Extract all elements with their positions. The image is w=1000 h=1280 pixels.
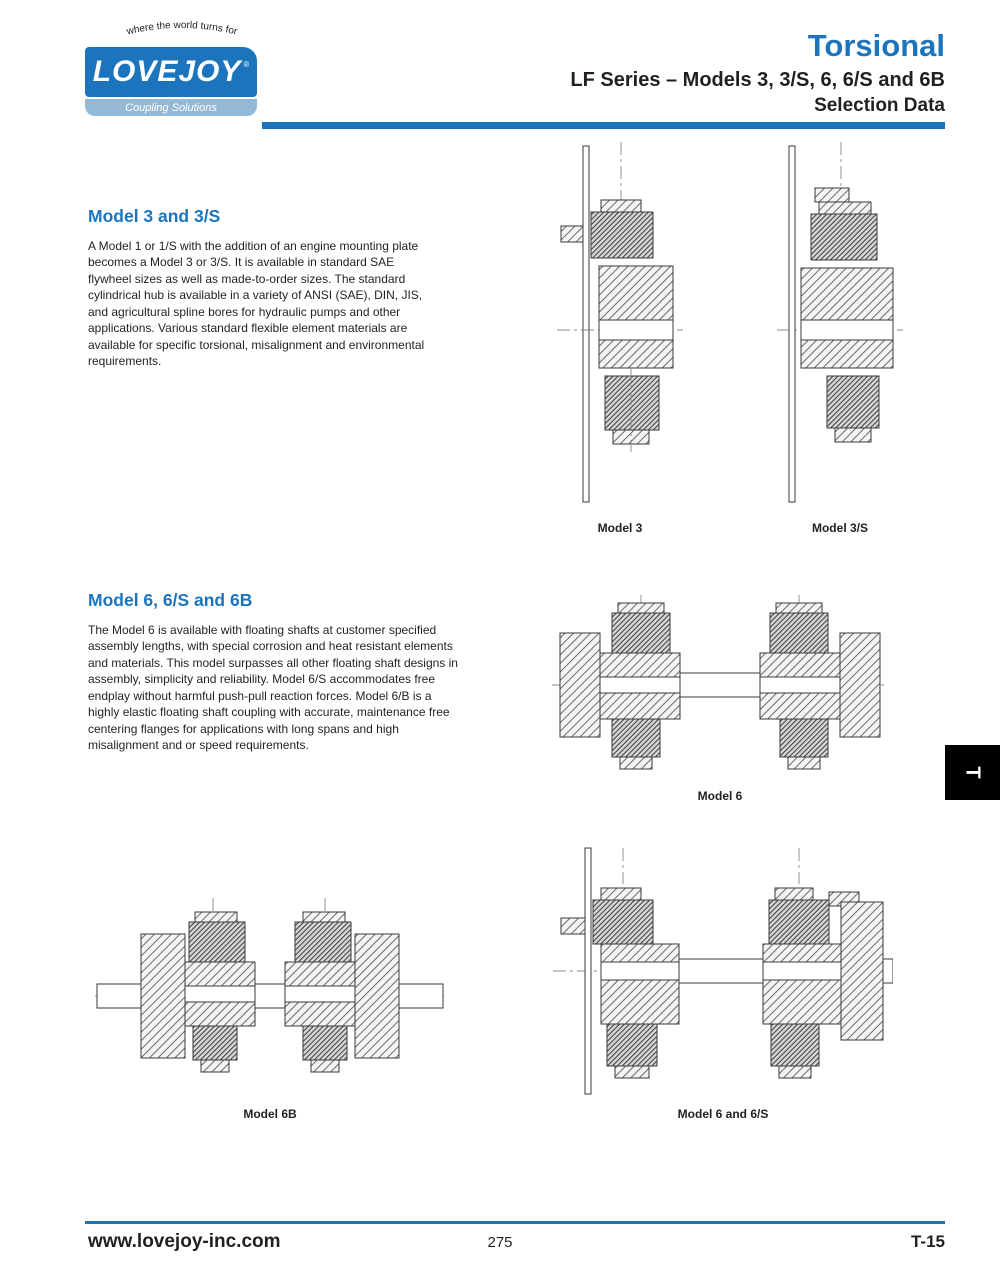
model-3s-drawing: [777, 142, 903, 503]
footer-page-number: 275: [487, 1234, 513, 1251]
footer-page-code: T-15: [910, 1232, 945, 1251]
figure-caption-model-6: Model 6: [697, 789, 743, 803]
figure-model-6b: Model 6B: [95, 896, 445, 1121]
figure-model-3: Model 3: [555, 140, 685, 535]
logo-tagline: where the world turns for: [125, 20, 239, 38]
model-6b-drawing: [95, 898, 445, 1073]
model-6-drawing: [552, 595, 888, 770]
lovejoy-logo: where the world turns for LOVEJOY ® Coup…: [85, 20, 270, 116]
section-index-tab-letter: T: [962, 766, 984, 779]
logo-wordmark: LOVEJOY ®: [85, 47, 257, 97]
section-heading-model-6: Model 6, 6/S and 6B: [88, 590, 253, 610]
model-3-drawing: [557, 142, 683, 503]
figure-caption-model-6b: Model 6B: [243, 1107, 297, 1121]
section-body-model-3: A Model 1 or 1/S with the addition of an…: [88, 239, 425, 369]
footer-website: www.lovejoy-inc.com: [88, 1231, 281, 1252]
model-6-6s-drawing: [553, 847, 894, 1095]
page-subtitle: LF Series – Models 3, 3/S, 6, 6/S and 6B: [570, 68, 945, 91]
page-title: Torsional: [807, 28, 945, 63]
figure-caption-model-3: Model 3: [597, 521, 643, 535]
figure-caption-model-3s: Model 3/S: [811, 521, 868, 535]
logo-strip: Coupling Solutions: [85, 99, 257, 116]
logo-tagline-arc: where the world turns for: [125, 20, 239, 38]
header-rule: [262, 122, 945, 129]
figure-model-6: Model 6: [550, 593, 890, 803]
figure-model-3s: Model 3/S: [775, 140, 905, 535]
section-model-3: Model 3 and 3/S A Model 1 or 1/S with th…: [88, 206, 440, 370]
figure-model-6-6s: Model 6 and 6/S: [553, 846, 894, 1121]
section-model-6: Model 6, 6/S and 6B The Model 6 is avail…: [88, 590, 458, 754]
figure-caption-model-6-6s: Model 6 and 6/S: [677, 1107, 769, 1121]
registered-mark: ®: [243, 59, 250, 69]
header-title-block: Torsional LF Series – Models 3, 3/S, 6, …: [380, 28, 945, 117]
section-index-tab: T: [945, 745, 1000, 800]
section-body-model-6: The Model 6 is available with floating s…: [88, 623, 458, 753]
page-subtitle-2: Selection Data: [814, 94, 945, 116]
logo-brand-text: LOVEJOY: [92, 55, 242, 88]
section-heading-model-3: Model 3 and 3/S: [88, 206, 221, 226]
svg-text:where the world turns for: where the world turns for: [125, 20, 239, 38]
logo-strip-text: Coupling Solutions: [125, 101, 217, 114]
footer-rule: [85, 1221, 945, 1224]
